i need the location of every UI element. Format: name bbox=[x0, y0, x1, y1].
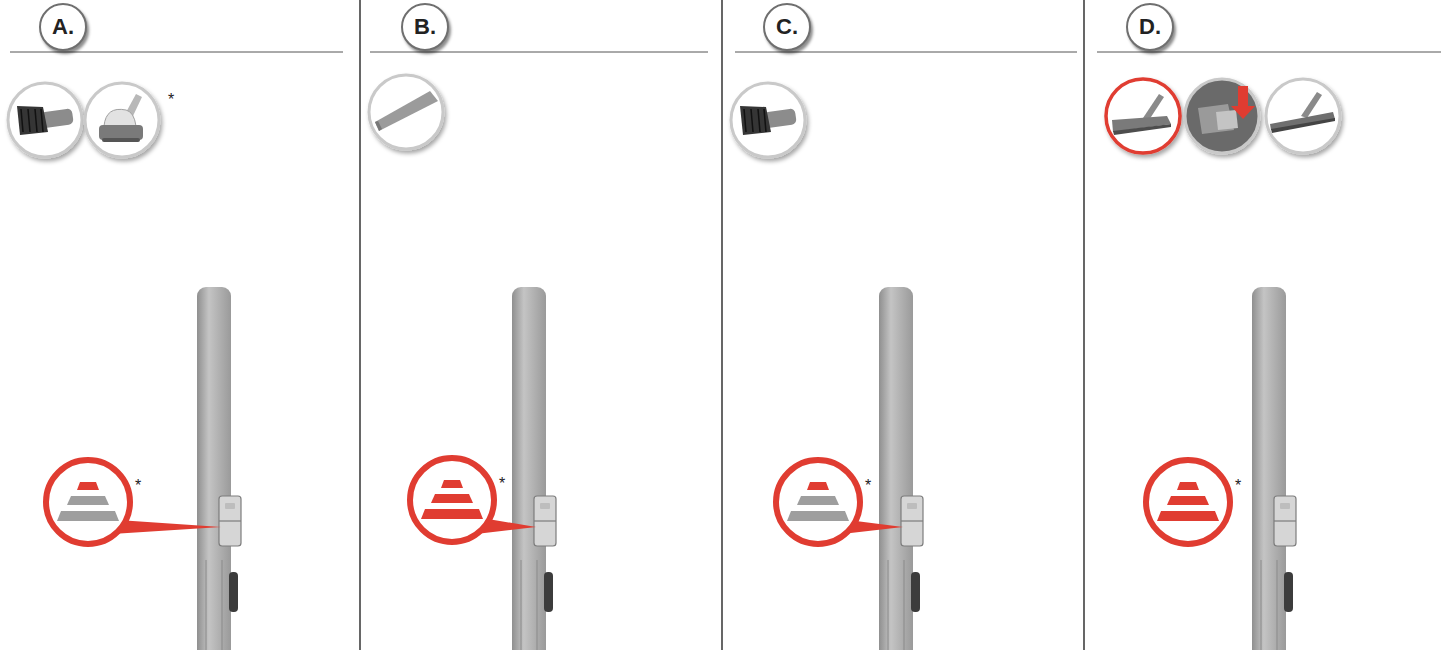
footnote-mark: * bbox=[135, 478, 141, 494]
turbo-brush-icon bbox=[85, 83, 159, 157]
floor-nozzle-icon bbox=[1266, 79, 1340, 153]
suction-indicator bbox=[1146, 460, 1230, 544]
suction-indicator bbox=[410, 458, 536, 542]
suction-indicator bbox=[46, 460, 221, 544]
handle bbox=[879, 287, 923, 650]
crevice-tool-icon bbox=[369, 75, 443, 149]
panel-letter-text: D. bbox=[1139, 14, 1161, 40]
footnote-mark: * bbox=[499, 476, 505, 492]
panel-letter: A. bbox=[39, 3, 87, 51]
handle bbox=[512, 287, 556, 650]
panel-letter: B. bbox=[401, 3, 449, 51]
dust-brush-icon bbox=[8, 83, 82, 157]
panel-letter-text: C. bbox=[776, 14, 798, 40]
dust-brush-icon bbox=[731, 83, 805, 157]
footnote-mark: * bbox=[168, 92, 174, 108]
panel-letter-text: A. bbox=[52, 14, 74, 40]
floor-nozzle-icon bbox=[1106, 79, 1180, 153]
suction-indicator bbox=[776, 460, 903, 544]
panel-letter: C. bbox=[763, 3, 811, 51]
panel-letter-text: B. bbox=[414, 14, 436, 40]
footnote-mark: * bbox=[1235, 478, 1241, 494]
footnote-mark: * bbox=[865, 478, 871, 494]
panel-letter: D. bbox=[1126, 3, 1174, 51]
handle bbox=[197, 287, 241, 650]
handle bbox=[1252, 287, 1296, 650]
nozzle-pedal-icon bbox=[1185, 79, 1259, 153]
